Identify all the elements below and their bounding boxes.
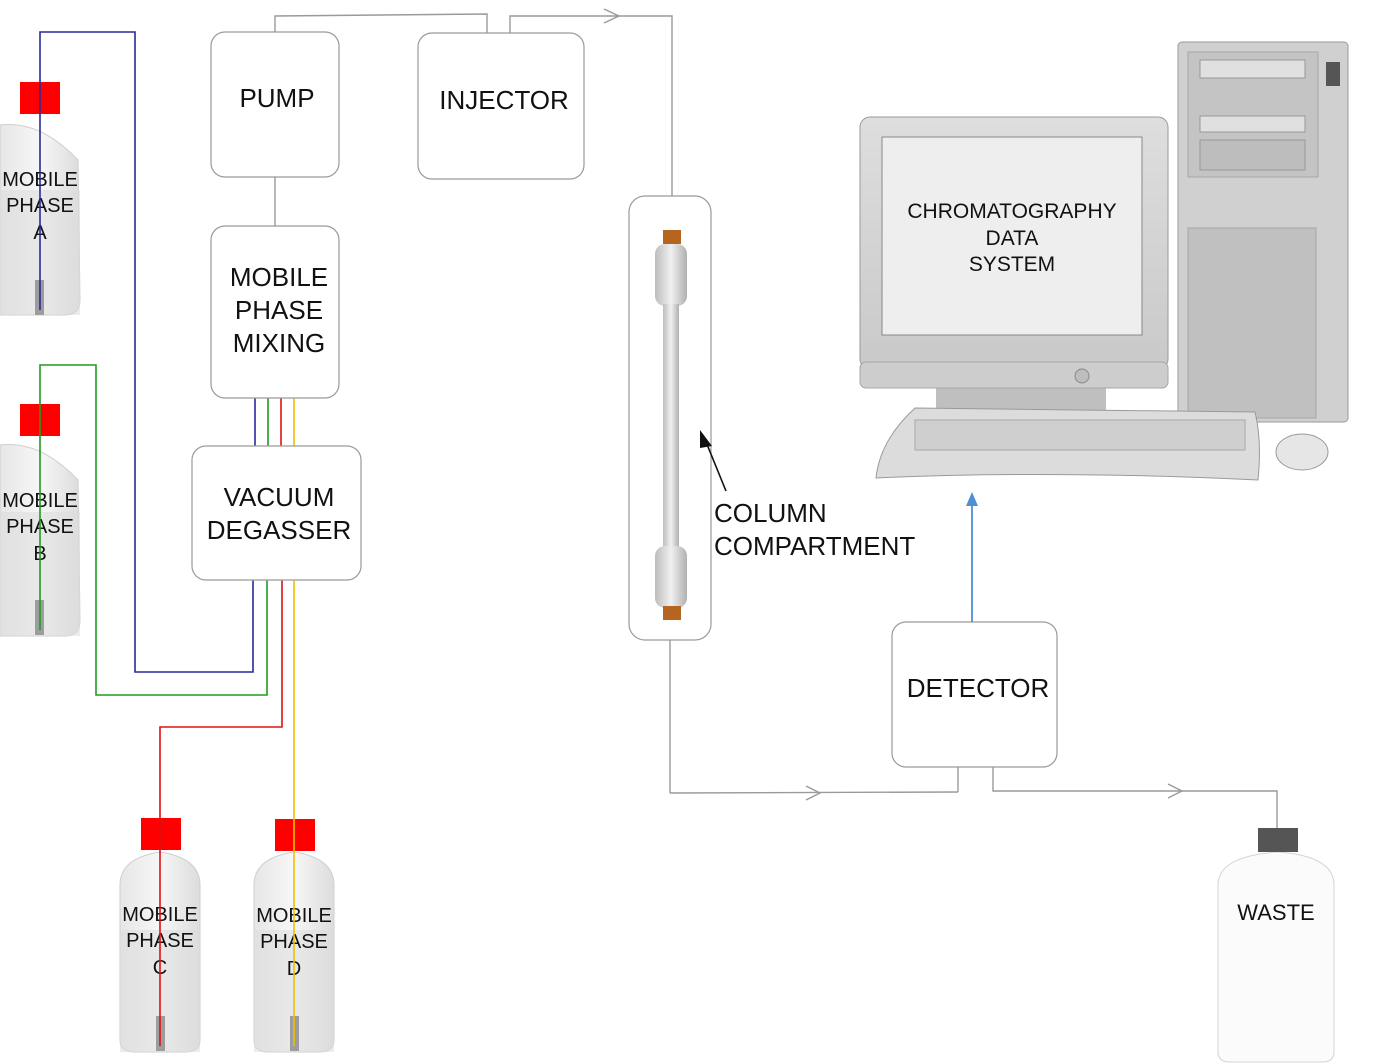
- pump-to-injector-line: [274, 13, 488, 33]
- solvent-line-a: [39, 31, 254, 673]
- flow-arrow-head: [805, 785, 822, 801]
- cds-label: SYSTEM: [969, 253, 1055, 276]
- detector-label: DETECTOR: [907, 673, 1050, 703]
- cds-label: DATA: [986, 227, 1039, 250]
- column-fitting: [663, 606, 681, 620]
- pump-label: PUMP: [239, 83, 314, 113]
- degasser-label: VACUUM: [224, 482, 335, 512]
- mobile-phase-mixing-box: MOBILE PHASE MIXING: [210, 225, 340, 399]
- waste-label: WASTE: [1237, 900, 1314, 925]
- flow-arrow-head: [603, 8, 621, 24]
- pump-box: PUMP: [210, 31, 340, 178]
- cds-label: CHROMATOGRAPHY: [907, 200, 1116, 223]
- waste-cap: [1258, 828, 1298, 852]
- computer-illustration: CHROMATOGRAPHY DATA SYSTEM: [859, 41, 1349, 481]
- column-to-detector-line: [669, 791, 959, 794]
- monitor-screen: [881, 136, 1143, 336]
- solvent-line-c: [159, 580, 283, 1046]
- detector-signal-arrowhead: [966, 492, 978, 506]
- detector-box: DETECTOR: [891, 621, 1058, 768]
- monitor: CHROMATOGRAPHY DATA SYSTEM: [859, 116, 1169, 410]
- mouse: [1275, 433, 1329, 471]
- injector-label: INJECTOR: [439, 85, 569, 115]
- mixing-label: PHASE: [235, 295, 323, 325]
- waste-bottle: WASTE: [1217, 828, 1335, 1063]
- injector-to-column-line: [509, 15, 673, 196]
- degasser-label: DEGASSER: [207, 515, 352, 545]
- bottle-cap: [141, 818, 181, 850]
- mixing-label: MOBILE: [230, 262, 328, 292]
- vacuum-degasser-box: VACUUM DEGASSER: [191, 445, 362, 581]
- mixing-label: MIXING: [233, 328, 325, 358]
- flow-arrow-head: [1167, 783, 1184, 799]
- pc-tower: [1177, 41, 1349, 423]
- column-compartment: [628, 195, 712, 641]
- column-pointer-arrowhead: [700, 430, 712, 448]
- solvent-line-b: [39, 364, 268, 696]
- column-fitting: [663, 230, 681, 244]
- bottle-cap: [275, 819, 315, 851]
- column-label: COLUMN: [714, 498, 827, 528]
- keyboard: [875, 407, 1260, 481]
- detector-to-waste-line: [992, 767, 1278, 828]
- column-label: COMPARTMENT: [714, 531, 915, 561]
- injector-box: INJECTOR: [417, 32, 585, 180]
